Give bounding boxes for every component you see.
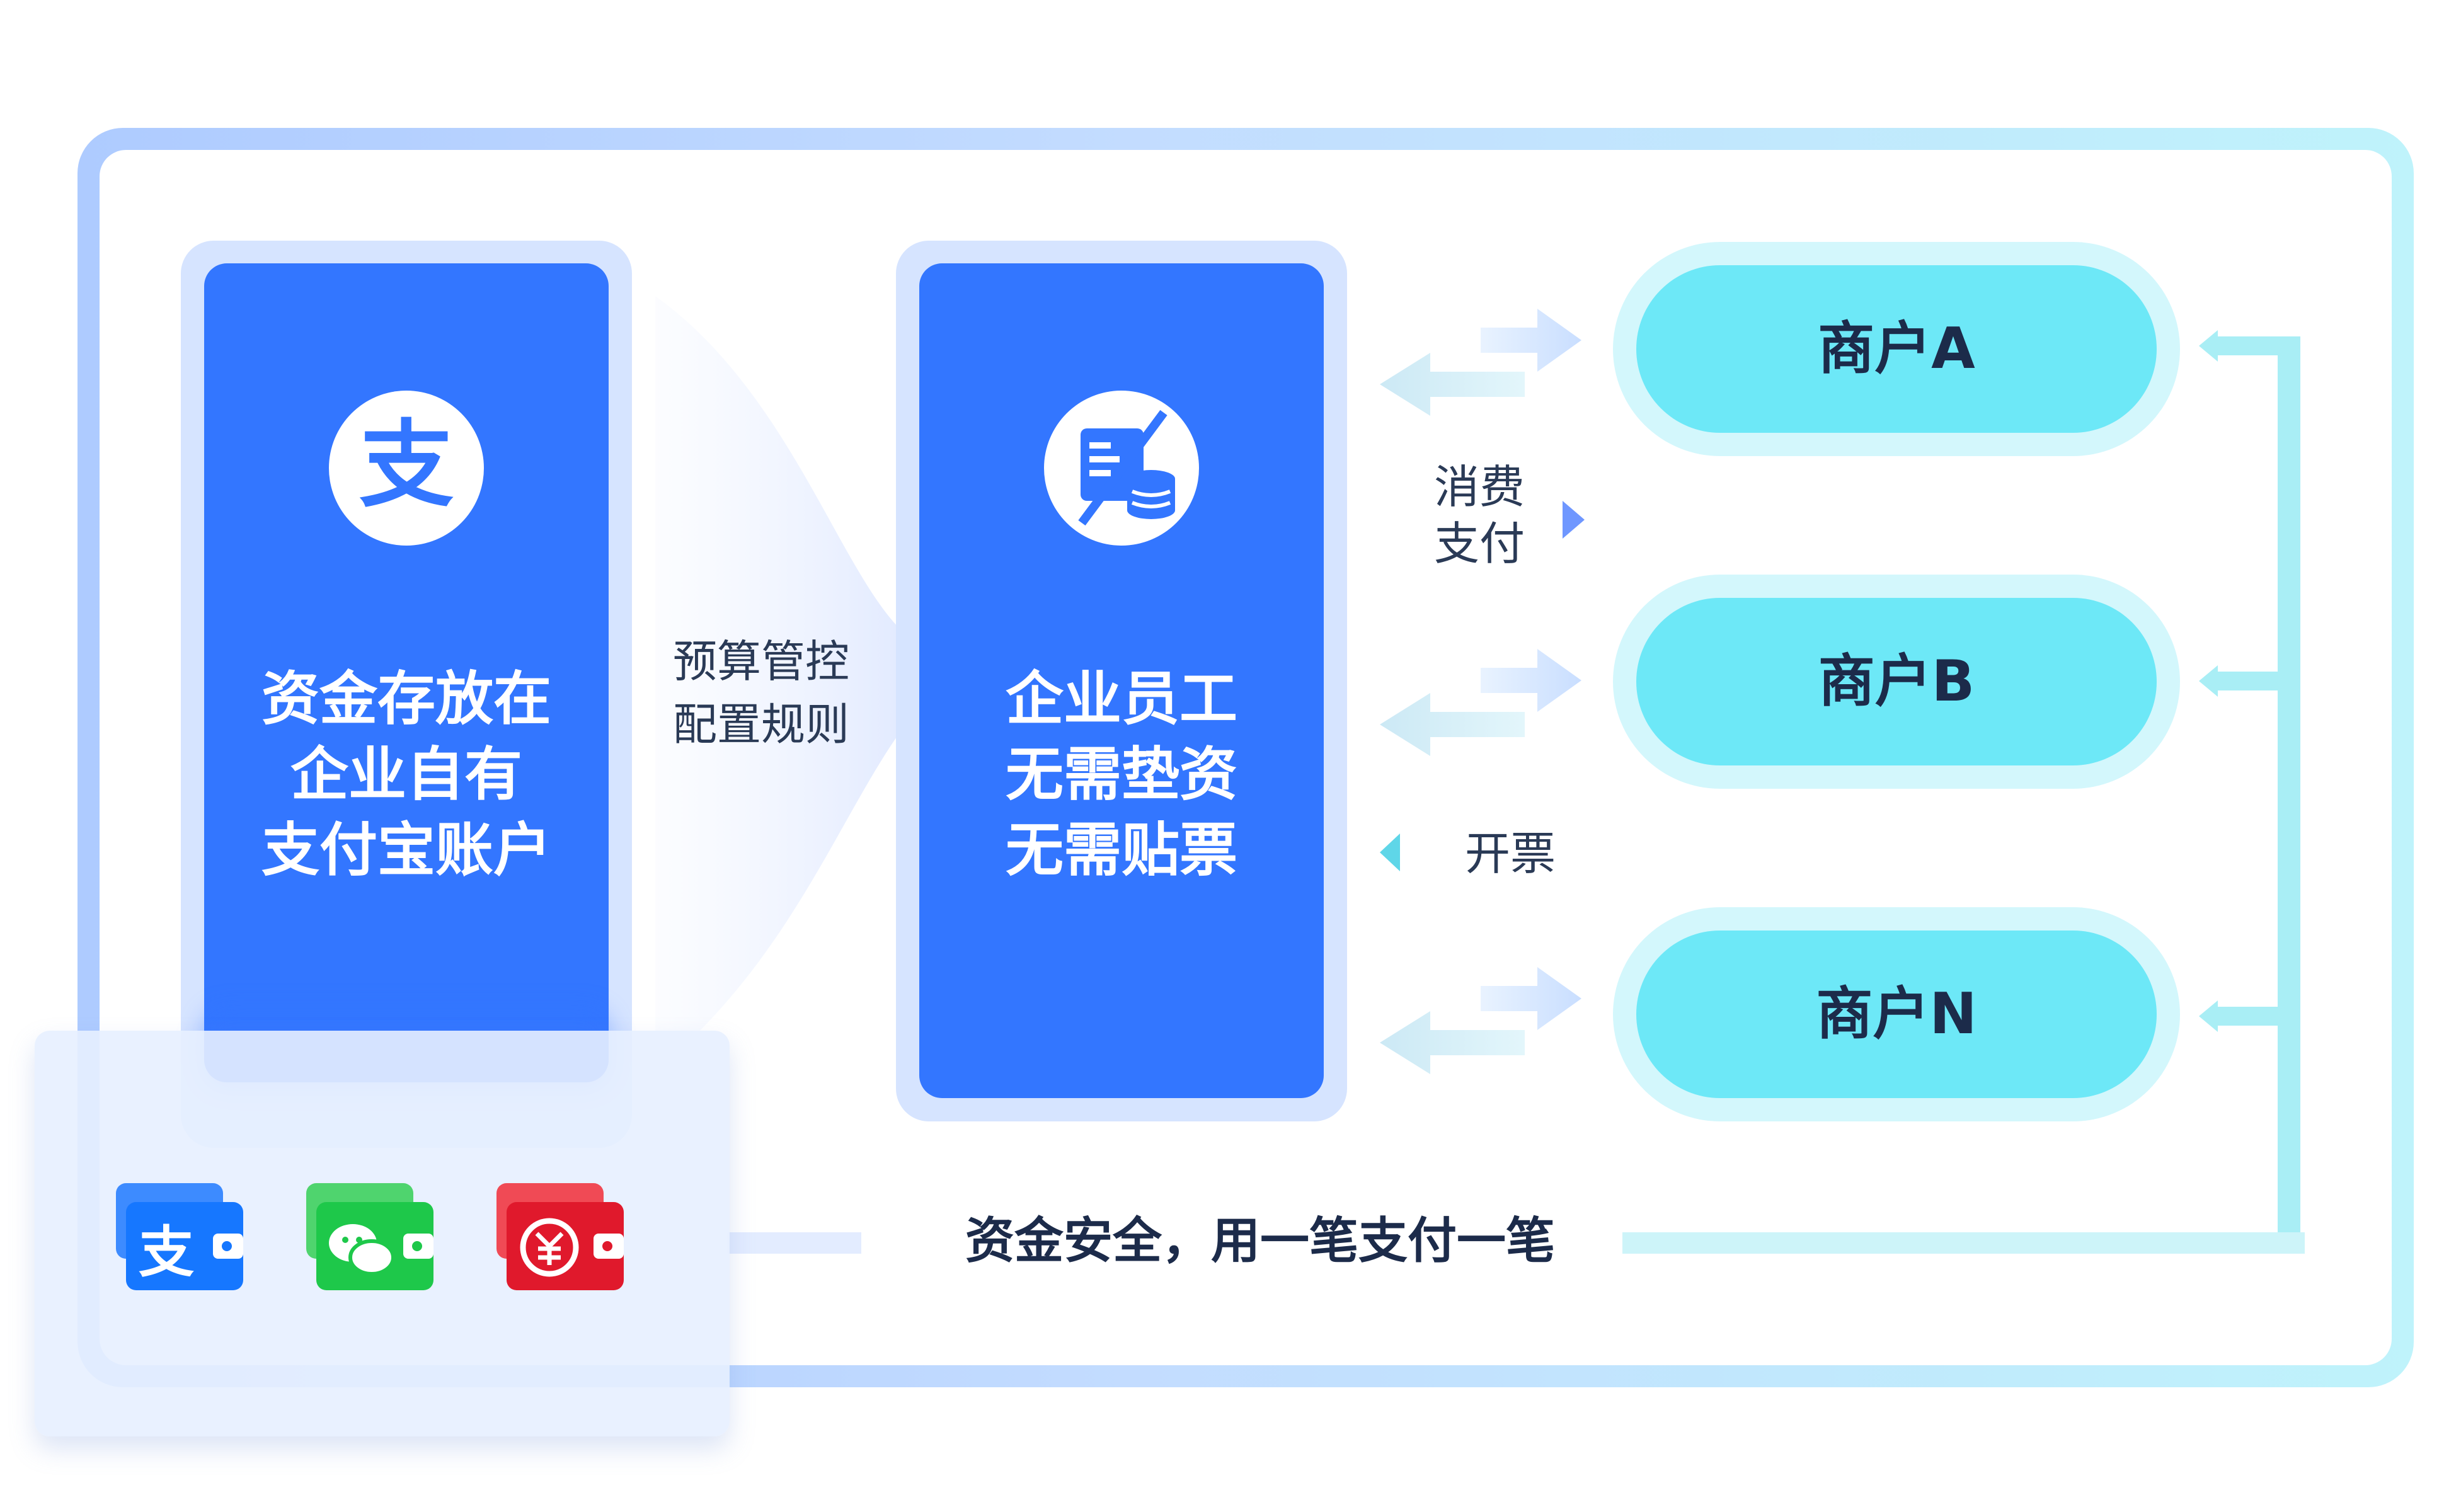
employee-title: 企业员工 无需垫资 无需贴票 bbox=[919, 662, 1324, 888]
employee-title-line: 企业员工 bbox=[1005, 665, 1237, 733]
funnel-shape bbox=[655, 296, 901, 1071]
slogan-line-right bbox=[1622, 1232, 2305, 1254]
merchant-n: 商户N bbox=[1636, 931, 2157, 1098]
svg-text:支: 支 bbox=[359, 411, 454, 520]
pay-label-line: 支付 bbox=[1434, 517, 1525, 570]
digital-rmb-wallet-icon bbox=[493, 1177, 628, 1294]
merchant-b-label: 商户B bbox=[1818, 648, 1975, 714]
invoice-direction-triangle bbox=[1380, 833, 1400, 871]
double-arrow-b bbox=[1380, 649, 1581, 756]
svg-text:支: 支 bbox=[139, 1220, 194, 1285]
merchant-a-label: 商户A bbox=[1818, 316, 1975, 382]
budget-label-line: 预算管控 bbox=[673, 636, 849, 687]
slogan-line-left bbox=[728, 1232, 861, 1254]
source-title: 资金存放在 企业自有 支付宝账户 bbox=[204, 662, 609, 888]
pay-label-line: 消费 bbox=[1434, 461, 1525, 513]
budget-label-line: 配置规则 bbox=[673, 699, 849, 750]
merchant-connector bbox=[2199, 330, 2300, 1254]
budget-label: 预算管控 配置规则 bbox=[673, 630, 849, 756]
slogan: 资金安全，用一笔支付一笔 bbox=[965, 1213, 1556, 1269]
wechat-wallet-icon bbox=[302, 1177, 437, 1294]
pay-direction-triangle bbox=[1563, 501, 1585, 539]
invoice-label: 开票 bbox=[1465, 827, 1556, 880]
employee-title-line: 无需垫资 bbox=[1005, 741, 1237, 808]
source-title-line: 企业自有 bbox=[290, 741, 522, 808]
double-arrow-n bbox=[1380, 967, 1581, 1074]
source-title-line: 支付宝账户 bbox=[261, 816, 551, 884]
merchant-a: 商户A bbox=[1636, 265, 2157, 433]
no-receipt-coins-icon bbox=[1044, 391, 1199, 546]
pay-label: 消费 支付 bbox=[1434, 459, 1525, 572]
alipay-wallet-icon: 支 bbox=[112, 1177, 247, 1294]
alipay-icon: 支 bbox=[329, 391, 484, 546]
employee-title-line: 无需贴票 bbox=[1005, 816, 1237, 884]
double-arrow-a bbox=[1380, 309, 1581, 416]
merchant-n-label: 商户N bbox=[1816, 981, 1977, 1047]
source-title-line: 资金存放在 bbox=[261, 665, 551, 733]
merchant-b: 商户B bbox=[1636, 598, 2157, 765]
